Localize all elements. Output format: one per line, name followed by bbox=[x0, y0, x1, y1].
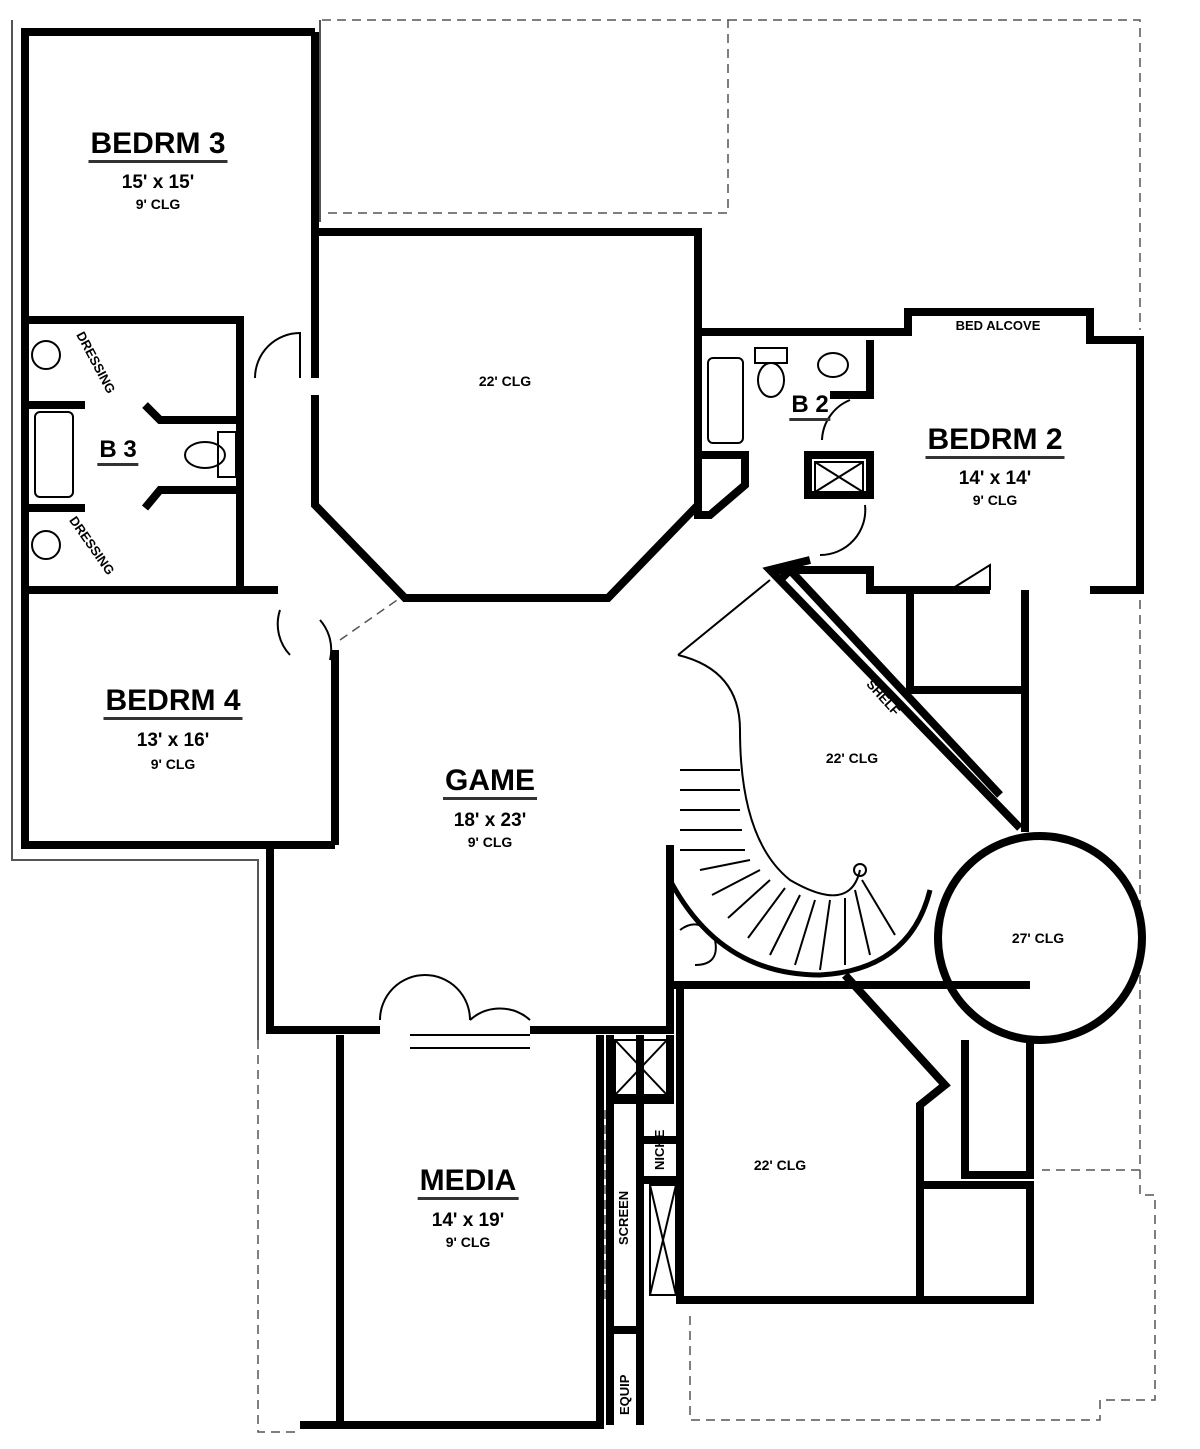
walls bbox=[21, 28, 1146, 1429]
bedrm2-size: 14' x 14' bbox=[958, 468, 1032, 489]
screen-label: SCREEN bbox=[616, 1190, 631, 1245]
bedrm4-size: 13' x 16' bbox=[136, 730, 210, 751]
niche-label: NICHE bbox=[652, 1129, 667, 1170]
bedrm3-name: BEDRM 3 bbox=[88, 128, 228, 163]
equip-label: EQUIP bbox=[617, 1374, 632, 1415]
media-size: 14' x 19' bbox=[431, 1210, 505, 1231]
bedrm2-name: BEDRM 2 bbox=[925, 424, 1065, 459]
game-name: GAME bbox=[443, 765, 537, 800]
rotunda-ceiling: 27' CLG bbox=[1011, 930, 1065, 946]
game-ceiling: 9' CLG bbox=[467, 834, 513, 850]
bedrm3-size: 15' x 15' bbox=[121, 172, 195, 193]
outer-outline bbox=[11, 19, 1156, 1433]
bedrm4-ceiling: 9' CLG bbox=[150, 756, 196, 772]
stair-ceiling: 22' CLG bbox=[825, 750, 879, 766]
b3-name: B 3 bbox=[97, 437, 139, 466]
game-size: 18' x 23' bbox=[453, 810, 527, 831]
bedrm4-name: BEDRM 4 bbox=[103, 685, 243, 720]
lower-right-ceiling: 22' CLG bbox=[753, 1157, 807, 1173]
spiral-staircase bbox=[667, 579, 933, 978]
doors bbox=[254, 331, 991, 1049]
b2-name: B 2 bbox=[789, 392, 831, 421]
fixtures bbox=[31, 340, 864, 1300]
media-name: MEDIA bbox=[417, 1165, 519, 1200]
media-ceiling: 9' CLG bbox=[445, 1234, 491, 1250]
bed-alcove-label: BED ALCOVE bbox=[955, 318, 1041, 333]
bedrm2-ceiling: 9' CLG bbox=[972, 492, 1018, 508]
bedrm3-ceiling: 9' CLG bbox=[135, 196, 181, 212]
center-ceiling: 22' CLG bbox=[478, 373, 532, 389]
